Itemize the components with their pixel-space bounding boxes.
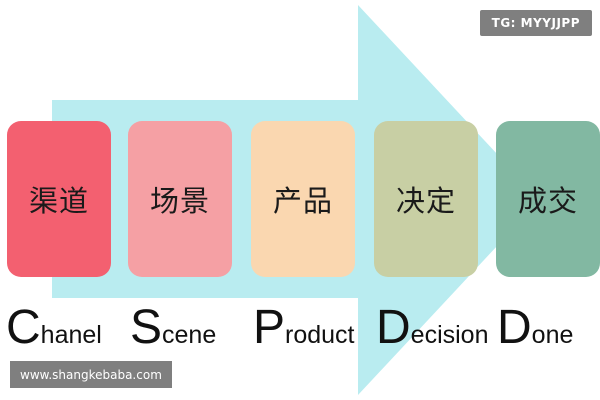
stage-box-done: 成交: [496, 121, 600, 277]
watermark-tag-top: TG: MYYJJPP: [479, 10, 592, 36]
stage-word-rest: hanel: [40, 321, 102, 349]
stage-label-decision: 决定: [395, 184, 456, 218]
stage-word-initial: D: [376, 301, 411, 354]
stage-word-rest: cene: [162, 321, 217, 349]
stage-word-initial: C: [6, 301, 41, 354]
stage-label-product: 产品: [272, 184, 333, 218]
stage-label-done: 成交: [517, 184, 578, 218]
stage-label-scene: 场景: [149, 184, 210, 218]
stage-box-product: 产品: [251, 121, 355, 277]
stage-word-initial: P: [253, 301, 286, 354]
stage-box-scene: 场景: [128, 121, 232, 277]
stage-box-channel: 渠道: [7, 121, 111, 277]
stage-word-rest: roduct: [285, 321, 355, 349]
stage-word-rest: one: [531, 321, 574, 349]
watermark-tag-site: www.shangkebaba.com: [10, 361, 172, 388]
stage-box-decision: 决定: [374, 121, 478, 277]
stage-word-initial: S: [130, 301, 163, 354]
stage-label-channel: 渠道: [28, 184, 89, 218]
stage-word-initial: D: [497, 301, 532, 354]
stage-word-rest: ecision: [410, 321, 489, 349]
